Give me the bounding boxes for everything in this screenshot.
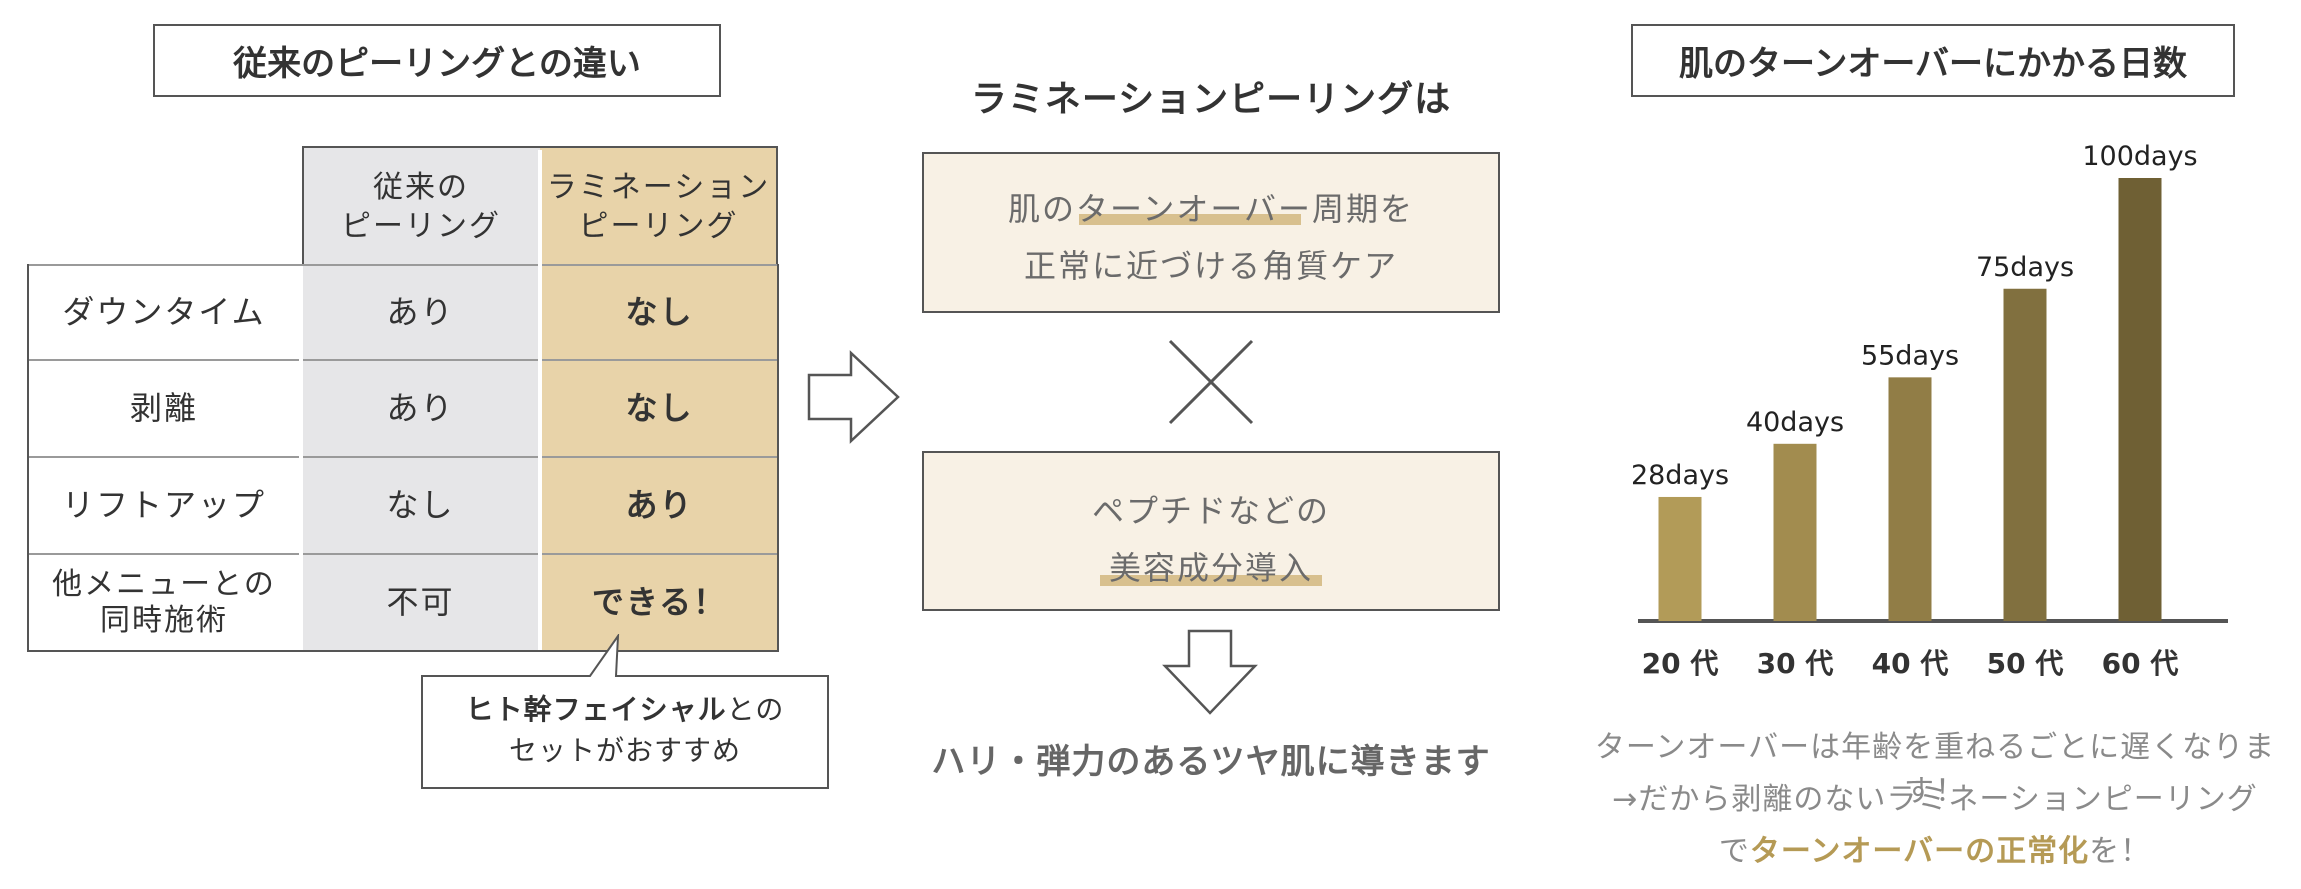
x-tick-label: 30 代 — [1757, 647, 1834, 680]
bar-value-label: 55days — [1861, 340, 1959, 371]
turnover-note-line3: でターンオーバーの正常化を！ — [1570, 826, 2300, 870]
row-label-line1: 他メニューとの — [52, 566, 276, 602]
keratin-care-line2: 正常に近づける角質ケア — [1023, 247, 1398, 285]
callout-text-line2: セットがおすすめ — [508, 733, 741, 767]
bar — [1658, 496, 1702, 621]
conclusion-text-span: ハリ・弾力のあるツヤ肌に導きます — [931, 742, 1491, 782]
header-conventional: 従来のピーリング — [302, 150, 540, 264]
turnover-note-post: を！ — [2089, 834, 2152, 869]
column-divider — [538, 150, 542, 650]
x-tick-label: 20 代 — [1642, 647, 1719, 680]
row-label-line2: 同時施術 — [99, 602, 228, 638]
cell-text: 不可 — [386, 582, 455, 621]
conclusion-text: ハリ・弾力のあるツヤ肌に導きます — [900, 734, 1522, 783]
bar — [1888, 377, 1932, 621]
bar — [2118, 178, 2162, 621]
bar-value-label: 75days — [1976, 252, 2074, 283]
header-lamination: ラミネーションピーリング — [540, 150, 777, 264]
cell-text: なし — [625, 388, 694, 427]
cell-text: あり — [625, 485, 694, 524]
row-label-text: リフトアップ — [61, 485, 266, 524]
turnover-note-line1-text: ターンオーバーは年齢を重ねるごとに遅くなります！ — [1594, 730, 2276, 809]
cell-conventional-combination: 不可 — [303, 555, 538, 650]
turnover-title-text: 肌のターンオーバーにかかる日数 — [1679, 44, 2187, 84]
turnover-note-emphasis: ターンオーバーの正常化 — [1749, 834, 2090, 869]
callout-text: ヒト幹フェイシャルとの セットがおすすめ — [422, 690, 828, 771]
keratin-care-line1: 肌のターンオーバー周期を — [1007, 190, 1415, 228]
cell-lamination-liftup: あり — [542, 458, 777, 553]
cell-text: あり — [386, 292, 455, 331]
row-label-text: ダウンタイム — [62, 292, 266, 331]
cell-text: なし — [625, 292, 694, 331]
header-outline — [302, 146, 778, 266]
right-arrow-icon — [807, 350, 900, 444]
turnover-title: 肌のターンオーバーにかかる日数 — [1631, 24, 2235, 97]
row-divider — [29, 359, 777, 361]
row-label-liftup: リフトアップ — [29, 458, 299, 553]
x-tick-label: 60 代 — [2102, 647, 2179, 680]
cell-lamination-combination: できる！ — [542, 555, 777, 650]
row-divider — [29, 456, 777, 458]
middle-title: ラミネーションピーリングは — [900, 70, 1522, 122]
bar — [2003, 288, 2047, 621]
cell-text: あり — [386, 388, 455, 427]
bar-value-label: 28days — [1631, 460, 1729, 491]
row-label-downtime: ダウンタイム — [29, 266, 299, 359]
column-divider — [299, 266, 303, 650]
middle-title-text: ラミネーションピーリングは — [970, 79, 1452, 120]
bar-value-label: 40days — [1746, 407, 1844, 438]
row-label-text: 剥離 — [129, 388, 198, 427]
times-icon — [1168, 339, 1254, 425]
ingredient-line2: 美容成分導入 — [1108, 549, 1313, 587]
bar-value-label: 100days — [2082, 141, 2197, 172]
times-label: × — [0, 0, 1, 1]
header-conventional-line2: ピーリング — [341, 209, 501, 244]
cell-lamination-peeling: なし — [542, 361, 777, 456]
comparison-title-text: 従来のピーリングとの違い — [233, 44, 641, 84]
header-lamination-line1: ラミネーション — [546, 170, 771, 205]
turnover-note-line2-text: →だから剥離のないラミネーションピーリング — [1612, 782, 2258, 817]
turnover-note-line2: →だから剥離のないラミネーションピーリング — [1570, 774, 2300, 818]
header-lamination-line2: ピーリング — [578, 209, 739, 244]
turnover-note-line1: ターンオーバーは年齢を重ねるごとに遅くなります！ — [1570, 722, 2300, 810]
cell-conventional-liftup: なし — [303, 458, 538, 553]
cell-text: なし — [386, 485, 455, 524]
cell-conventional-downtime: あり — [303, 266, 538, 359]
comparison-title: 従来のピーリングとの違い — [153, 24, 721, 97]
turnover-note-pre: で — [1718, 834, 1750, 869]
header-conventional-line1: 従来の — [373, 170, 469, 205]
ingredient-line1: ペプチドなどの — [1091, 492, 1330, 530]
cell-lamination-downtime: なし — [542, 266, 777, 359]
x-tick-label: 40 代 — [1872, 647, 1949, 680]
down-arrow-icon — [1162, 629, 1258, 715]
callout-bold-text: ヒト幹フェイシャル — [465, 693, 727, 726]
highlight-underline — [1079, 214, 1301, 225]
cell-text: できる！ — [591, 582, 728, 621]
callout-text-line1-rest: との — [726, 693, 785, 726]
ingredient-box: ペプチドなどの 美容成分導入 — [922, 451, 1500, 611]
conventional-column-bg — [302, 147, 540, 650]
cell-conventional-peeling: あり — [303, 361, 538, 456]
row-divider — [29, 553, 777, 555]
callout-bubble — [421, 634, 829, 789]
x-tick-label: 50 代 — [1987, 647, 2064, 680]
turnover-bar-chart: 28days 20 代 40days 30 代 55days 40 代 75days 50 代… — [1631, 141, 2228, 680]
lamination-column-bg — [540, 147, 777, 650]
bar — [1773, 443, 1817, 621]
row-divider — [29, 264, 777, 266]
row-label-peeling: 剥離 — [29, 361, 299, 456]
keratin-care-box: 肌のターンオーバー周期を 正常に近づける角質ケア — [922, 152, 1500, 313]
row-label-combination: 他メニューとの同時施術 — [29, 555, 299, 650]
highlight-underline — [1100, 575, 1322, 586]
